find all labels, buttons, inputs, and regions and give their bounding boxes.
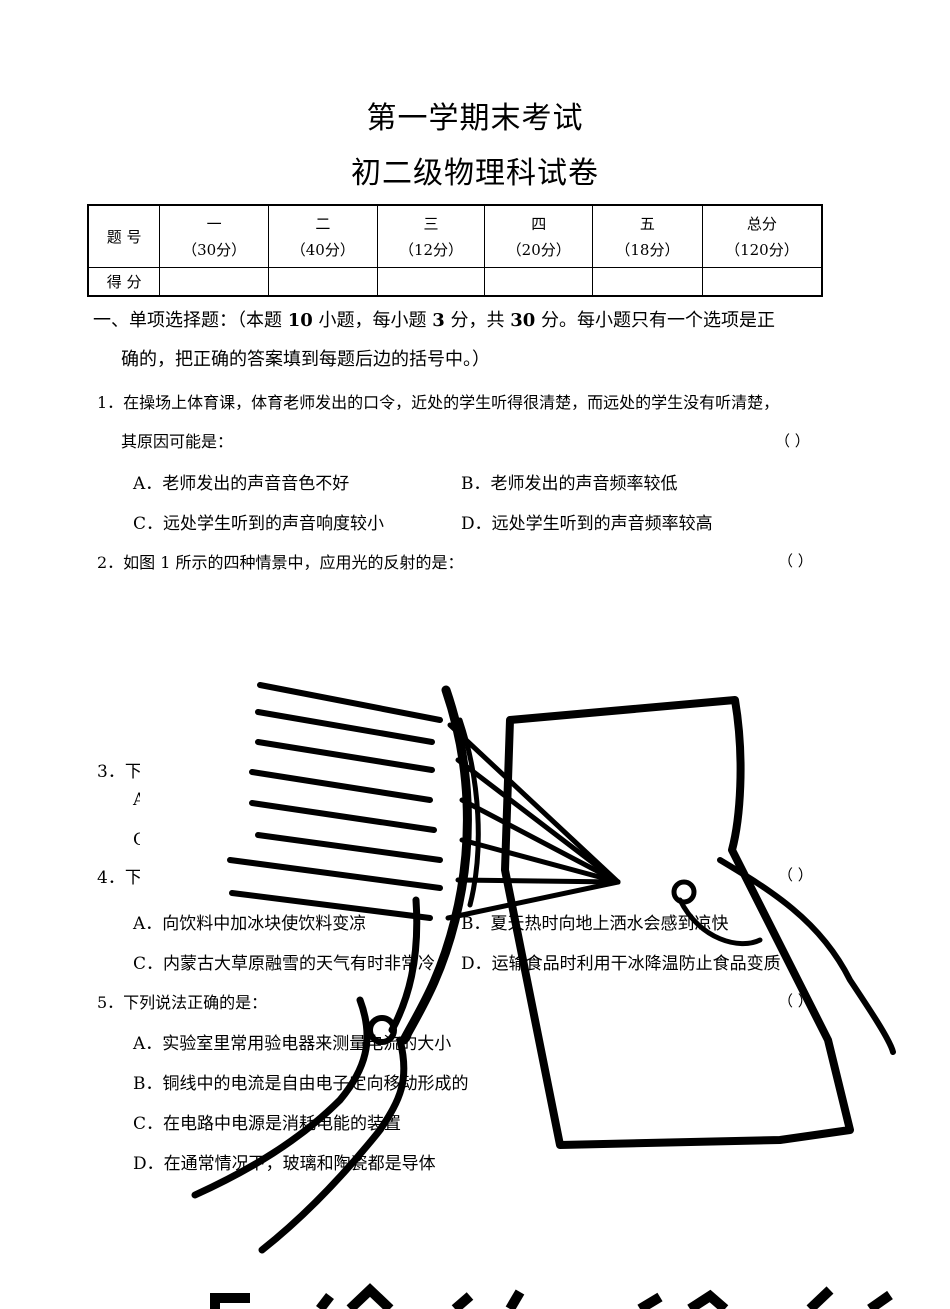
lens-outline bbox=[399, 685, 472, 1045]
q5-option-b: B．铜线中的电流是自由电子定向移动形成的 bbox=[133, 1074, 469, 1094]
score-column-3: 三（12分） bbox=[376, 204, 486, 268]
q1-option-a: A．老师发出的声音音色不好 bbox=[133, 474, 350, 494]
sun-rays bbox=[227, 682, 443, 921]
exam-title: 第一学期末考试 bbox=[366, 101, 584, 136]
sketch-occlusion bbox=[140, 740, 540, 885]
second-hand-palm bbox=[677, 897, 763, 947]
converging-rays bbox=[445, 722, 621, 921]
score-cell-4[interactable] bbox=[484, 267, 594, 297]
q2-stem: 2．如图 1 所示的四种情景中，应用光的反射的是： bbox=[97, 553, 464, 572]
q3-stem-fragment: 3．下 bbox=[97, 762, 142, 782]
q1-option-c: C．远处学生听到的声音响度较小 bbox=[133, 514, 385, 534]
score-column-2: 二（40分） bbox=[267, 204, 378, 268]
second-hand-finger bbox=[671, 879, 697, 905]
q1-stem-line2: 其原因可能是： bbox=[121, 432, 234, 451]
q4-stem-fragment: 4．下 bbox=[97, 868, 142, 888]
second-hand-outline bbox=[717, 857, 896, 1055]
row-label-score: 得 分 bbox=[87, 267, 161, 297]
score-cell-total[interactable] bbox=[701, 267, 823, 297]
q2-answer-paren[interactable]: （ ） bbox=[778, 552, 813, 570]
q4-option-d: D．运输食品时利用干冰降温防止食品变质 bbox=[461, 954, 781, 974]
section-instruction-line2: 确的，把正确的答案填到每题后边的括号中。） bbox=[121, 349, 490, 370]
score-cell-2[interactable] bbox=[267, 267, 378, 297]
q4-option-a: A．向饮料中加冰块使饮料变凉 bbox=[133, 914, 367, 934]
q1-answer-paren[interactable]: （ ） bbox=[775, 432, 810, 450]
q1-option-d: D．远处学生听到的声音频率较高 bbox=[461, 514, 713, 534]
score-column-4: 四（20分） bbox=[484, 204, 594, 268]
q4-option-b: B．夏天热时向地上洒水会感到凉快 bbox=[461, 914, 729, 934]
glass-handle bbox=[388, 896, 421, 1034]
exam-subtitle: 初二级物理科试卷 bbox=[351, 156, 599, 191]
paper-sheet bbox=[501, 696, 854, 1149]
bottom-cropped-glyphs bbox=[210, 1283, 893, 1309]
q5-stem: 5．下列说法正确的是： bbox=[97, 993, 268, 1012]
section-instruction-line1: 一、单项选择题：（本题 10 小题，每小题 3 分，共 30 分。每小题只有一个… bbox=[93, 310, 776, 331]
hand-arm-lower bbox=[258, 1036, 408, 1254]
hand-knuckle bbox=[367, 1015, 397, 1045]
hand-arm-upper bbox=[191, 996, 371, 1199]
score-column-5: 五（18分） bbox=[592, 204, 703, 268]
score-table: 题 号 一（30分） 二（40分） 三（12分） 四（20分） 五（18分） 总… bbox=[87, 204, 823, 297]
q1-option-b: B．老师发出的声音频率较低 bbox=[461, 474, 678, 494]
score-column-total: 总分（120分） bbox=[701, 204, 823, 268]
magnifying-glass-sketch bbox=[191, 682, 896, 1254]
q4-answer-paren[interactable]: （ ） bbox=[778, 866, 813, 884]
q4-option-c: C．内蒙古大草原融雪的天气有时非常冷 bbox=[133, 954, 436, 974]
score-cell-1[interactable] bbox=[159, 267, 269, 297]
row-label-question-number: 题 号 bbox=[87, 204, 161, 268]
q5-option-c: C．在电路中电源是消耗电能的装置 bbox=[133, 1114, 402, 1134]
q1-stem-line1: 1．在操场上体育课，体育老师发出的口令，近处的学生听得很清楚，而远处的学生没有听… bbox=[97, 393, 780, 412]
score-cell-5[interactable] bbox=[592, 267, 703, 297]
